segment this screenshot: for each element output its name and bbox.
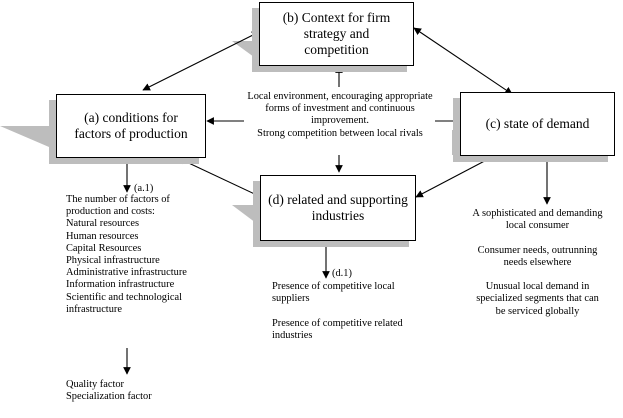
box-context-firm-strategy: (b) Context for firm strategy and compet…	[259, 2, 414, 66]
center-line: forms of investment and continuous	[265, 103, 415, 115]
arrow-b-c	[413, 27, 513, 95]
box-related-supporting-industries: (d) related and supporting industries	[260, 175, 416, 241]
demand-line	[460, 232, 615, 244]
related-industries-list: Presence of competitive local suppliers …	[272, 281, 403, 342]
factor-outcomes: Quality factor Specialization factor	[66, 379, 152, 403]
factor-line: infrastructure	[66, 303, 122, 315]
factor-line: production and costs:	[66, 206, 155, 218]
arrow-a-d	[177, 157, 262, 198]
related-line: suppliers	[272, 293, 310, 305]
label-d1: (d.1)	[332, 268, 352, 279]
demand-line: needs elsewhere	[503, 256, 572, 268]
factor-line: Human resources	[66, 230, 139, 242]
shadow-wedge-d	[232, 205, 260, 226]
center-line: Local environment, encouraging appropria…	[247, 91, 433, 102]
box-factor-conditions: (a) conditions for factors of production	[56, 94, 206, 158]
factor-line: Physical infrastructure	[66, 255, 160, 267]
factor-outcome-line: Specialization factor	[66, 391, 152, 403]
demand-line: be serviced globally	[495, 305, 580, 317]
factor-line: Scientific and technological	[66, 291, 182, 303]
factor-list: The number of factors of production and …	[66, 194, 187, 316]
factor-line: Administrative infrastructure	[66, 267, 187, 279]
center-line: Strong competition between local rivals	[257, 127, 423, 139]
shadow-wedge-a	[0, 126, 56, 150]
center-description: Local environment, encouraging appropria…	[236, 91, 444, 140]
arrow-d-c	[415, 154, 497, 198]
related-line: Presence of competitive local	[272, 281, 395, 292]
box-related-supporting-industries-label: (d) related and supporting industries	[268, 192, 408, 223]
arrow-a-b	[142, 31, 260, 91]
related-line: Presence of competitive related	[272, 317, 403, 329]
factor-line: Capital Resources	[66, 242, 142, 254]
factor-outcome-line: Quality factor	[66, 379, 124, 390]
shadow-wedge-c	[452, 130, 460, 155]
box-context-firm-strategy-label: (b) Context for firm strategy and compet…	[282, 10, 391, 57]
center-line: improvement.	[310, 115, 369, 127]
demand-line: specialized segments that can	[476, 293, 599, 305]
demand-line: Consumer needs, outrunning	[477, 244, 598, 256]
factor-line: The number of factors of	[66, 194, 170, 205]
box-demand-conditions-label: (c) state of demand	[485, 116, 590, 131]
demand-line: local consumer	[505, 220, 570, 232]
demand-line	[460, 269, 615, 281]
factor-line: Natural resources	[66, 218, 139, 230]
demand-line: A sophisticated and demanding	[472, 208, 603, 219]
box-factor-conditions-label: (a) conditions for factors of production	[74, 110, 188, 141]
box-demand-conditions: (c) state of demand	[460, 92, 615, 156]
demand-list: A sophisticated and demanding local cons…	[460, 208, 615, 318]
related-line	[272, 305, 403, 317]
factor-line: Information infrastructure	[66, 279, 175, 291]
demand-line: Unusual local demand in	[485, 281, 590, 293]
label-a1: (a.1)	[134, 183, 154, 194]
related-line: industries	[272, 329, 313, 341]
